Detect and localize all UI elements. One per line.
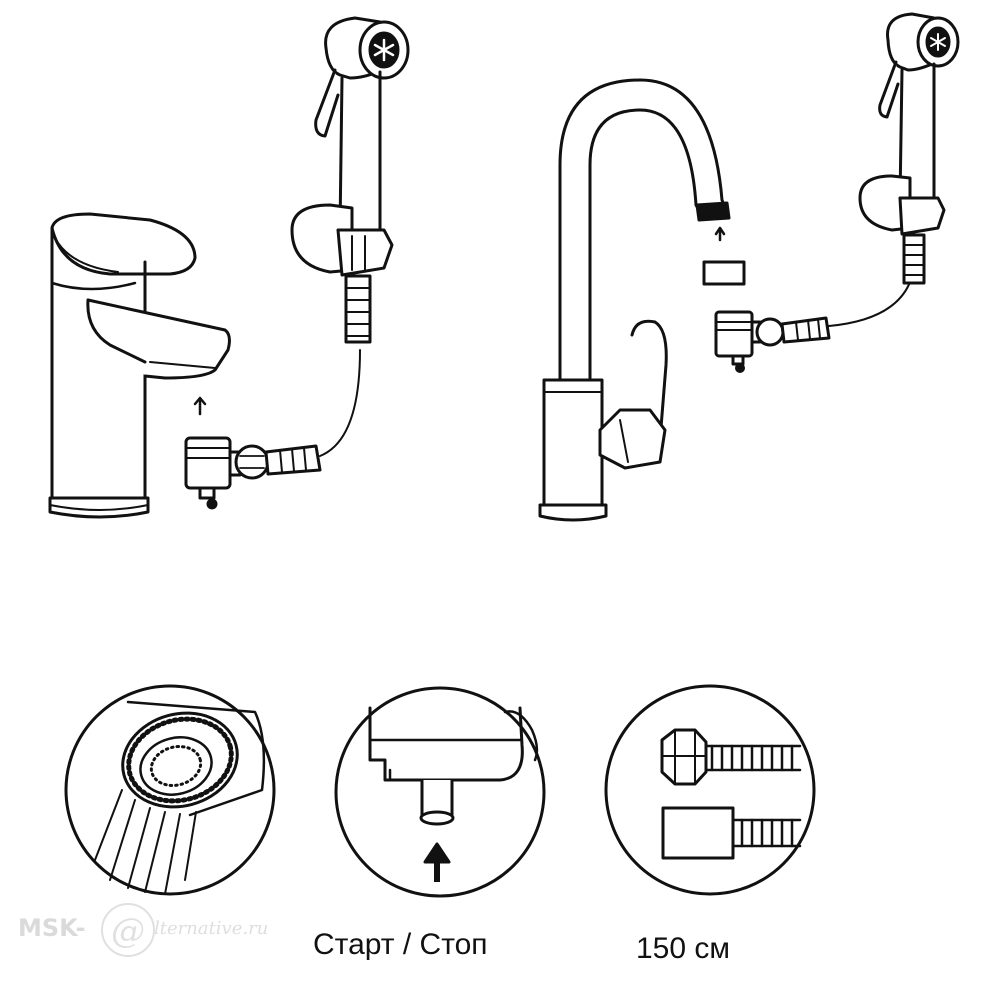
detail-start-stop [334, 686, 546, 898]
caption-start-stop: Старт / Стоп [313, 928, 488, 961]
caption-hose-length: 150 см [636, 932, 731, 965]
watermark-text-left: MSK- [18, 914, 86, 942]
arrow-icon [714, 226, 726, 242]
kitchen-faucet [538, 78, 731, 522]
bidet-shower-left [290, 16, 410, 344]
aerator-insert [702, 260, 746, 286]
watermark: MSK- @ lternative.ru [18, 900, 318, 960]
detail-hose [604, 684, 816, 896]
bidet-shower-right [858, 12, 960, 285]
watermark-text-right: lternative.ru [154, 918, 269, 939]
hose-right [828, 254, 916, 327]
diverter-valve-left [184, 436, 322, 510]
detail-nozzle [64, 684, 276, 896]
watermark-symbol: @ [111, 911, 145, 951]
watermark-logo-icon: @ [101, 903, 155, 957]
hose-left [319, 349, 361, 457]
basin-faucet [48, 212, 231, 519]
arrow-icon [193, 396, 207, 416]
diverter-valve-right [714, 310, 831, 373]
